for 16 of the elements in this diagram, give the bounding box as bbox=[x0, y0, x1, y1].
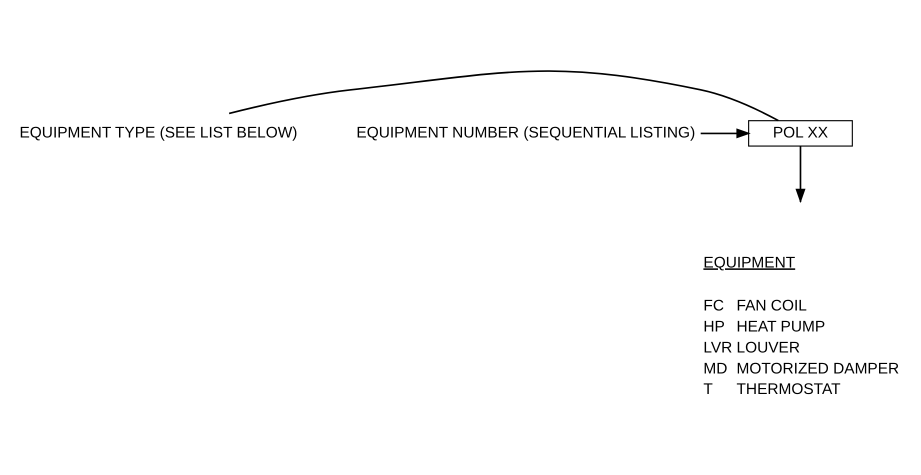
label: HP bbox=[702, 318, 724, 336]
label: LOUVER bbox=[736, 339, 800, 356]
label: EQUIPMENT bbox=[702, 254, 795, 272]
arrow bbox=[700, 128, 750, 138]
label: MD bbox=[702, 360, 727, 378]
label: HEAT PUMP bbox=[736, 318, 825, 336]
label: FAN COIL bbox=[736, 297, 806, 314]
node-text: EQUIPMENT NUMBER (SEQUENTIAL LISTING) bbox=[356, 124, 695, 142]
node-box: POL XX bbox=[748, 120, 852, 147]
label: T bbox=[702, 381, 712, 398]
label: MOTORIZED DAMPER bbox=[736, 360, 899, 378]
label: FC bbox=[702, 297, 724, 314]
label: THERMOSTAT bbox=[736, 381, 840, 398]
node-text: EQUIPMENT TYPE (SEE LIST BELOW) bbox=[18, 124, 297, 142]
label: LVR bbox=[702, 339, 732, 356]
connector bbox=[228, 70, 778, 122]
